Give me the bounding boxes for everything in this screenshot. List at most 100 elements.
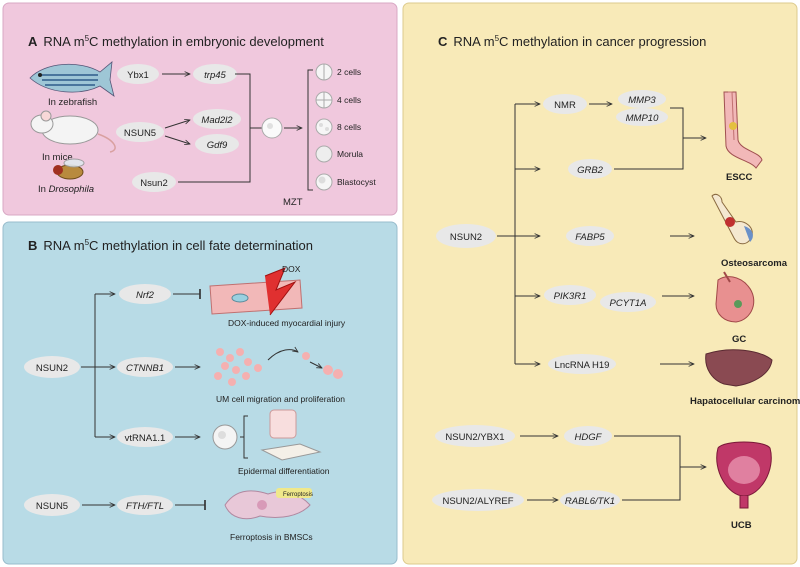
stage-label: Blastocyst: [337, 177, 376, 187]
esophagus-icon: [723, 91, 763, 169]
osteo-label: Osteosarcoma: [721, 258, 788, 269]
nsun2-alyref-label: NSUN2/ALYREF: [442, 496, 513, 507]
nsun2-ybx1-label: NSUN2/YBX1: [445, 432, 504, 443]
nsun5-node-b: [24, 494, 80, 516]
nsun2-label-c: NSUN2: [450, 232, 482, 243]
stages-bracket: [307, 69, 313, 191]
panel-a-background: [2, 2, 398, 216]
nsun2-label-b: NSUN2: [36, 363, 68, 374]
nmr-label: NMR: [554, 100, 576, 111]
arrow-nsun5-gdf9: [164, 135, 190, 144]
lnc-label: LncRNA H19: [555, 360, 610, 371]
bmsc-icon: [224, 488, 312, 520]
ybx1-node: [117, 64, 159, 84]
nsun5-label-b: NSUN5: [36, 501, 68, 512]
nsun2-label-a: Nsun2: [140, 178, 167, 189]
mmp10-node: [616, 108, 668, 126]
myocardium-icon: [209, 267, 303, 316]
drosophila-label: In Drosophila: [38, 184, 94, 195]
zebrafish-icon: [29, 61, 115, 97]
ferroptosis-tag: Ferroptosis: [283, 492, 313, 498]
grb2-label: GRB2: [577, 165, 604, 176]
nsun2-ybx1-node: [435, 425, 515, 447]
nsun2-node-c: [436, 224, 496, 248]
hdgf-node: [564, 426, 612, 446]
ctnnb1-node: [117, 357, 173, 377]
stage-label: 8 cells: [337, 122, 361, 132]
vtrna-label: vtRNA1.1: [125, 433, 166, 444]
fth-node: [117, 495, 173, 515]
vtrna-node: [117, 427, 173, 447]
ctnnb1-label: CTNNB1: [126, 363, 164, 374]
pik3r1-label: PIK3R1: [554, 291, 587, 302]
epidermal-cells-icon: [212, 409, 322, 461]
gdf9-node: [195, 134, 239, 154]
stage-blastocyst: Blastocyst: [315, 173, 376, 191]
gdf9-label: Gdf9: [207, 140, 228, 151]
stage-morula: Morula: [315, 145, 363, 163]
grb2-node: [568, 159, 612, 179]
mmp3-label: MMP3: [628, 95, 656, 106]
rabl6-node: [560, 490, 620, 510]
zebrafish-label: In zebrafish: [48, 97, 97, 108]
stage-2cells: 2 cells: [315, 63, 361, 81]
mad2l2-node: [193, 109, 241, 129]
mmp10-label: MMP10: [626, 113, 659, 124]
embryo-icon: [261, 117, 283, 139]
ucb-bracket: [614, 435, 681, 501]
trp45-label: trp45: [204, 70, 226, 81]
escc-label: ESCC: [726, 172, 753, 183]
pik3r1-node: [544, 285, 596, 305]
nsun2-node-a: [132, 172, 176, 192]
fth-label: FTH/FTL: [126, 501, 164, 512]
stage-label: 4 cells: [337, 95, 361, 105]
mmp3-node: [618, 90, 666, 108]
mzt-label: MZT: [283, 197, 303, 208]
dox-label: DOX: [282, 264, 301, 274]
fabp5-label: FABP5: [575, 232, 605, 243]
bladder-icon: [716, 441, 772, 509]
ferro-caption: Ferroptosis in BMSCs: [230, 532, 313, 542]
nsun5-label-a: NSUN5: [124, 128, 156, 139]
stage-label: 2 cells: [337, 67, 361, 77]
drosophila-icon: [53, 158, 85, 180]
hcc-label: Hapatocellular carcinoma: [690, 396, 800, 407]
dox-caption: DOX-induced myocardial injury: [228, 318, 346, 328]
rabl6-label: RABL6/TK1: [565, 496, 615, 507]
stomach-icon: [715, 271, 755, 323]
um-caption: UM cell migration and proliferation: [216, 394, 345, 404]
lnc-node: [548, 354, 616, 374]
mice-label: In mice: [42, 152, 73, 163]
arrow-nsun5-mad2l2: [164, 120, 190, 129]
nsun2-node-b: [24, 356, 80, 378]
panel-c-background: [402, 2, 798, 565]
mad2l2-label: Mad2l2: [201, 115, 233, 126]
ucb-label: UCB: [731, 520, 752, 531]
pcyt1a-label: PCYT1A: [610, 298, 647, 309]
pcyt1a-node: [600, 292, 656, 312]
nsun2-alyref-node: [432, 489, 524, 511]
liver-icon: [705, 349, 773, 387]
nsun5-node-a: [116, 122, 164, 142]
nrf2-node: [119, 284, 171, 304]
hdgf-label: HDGF: [575, 432, 603, 443]
trp45-node: [193, 64, 237, 84]
nrf2-label: Nrf2: [136, 290, 155, 301]
mouse-icon: [30, 110, 116, 153]
uveal-cells-icon: [214, 348, 343, 386]
epi-caption: Epidermal differentiation: [238, 466, 330, 476]
stage-label: Morula: [337, 149, 363, 159]
ybx1-label: Ybx1: [127, 70, 149, 81]
gc-label: GC: [732, 334, 746, 345]
bone-icon: [711, 193, 753, 245]
fabp5-node: [566, 226, 614, 246]
nmr-node: [543, 94, 587, 114]
stage-8cells: 8 cells: [315, 118, 361, 136]
